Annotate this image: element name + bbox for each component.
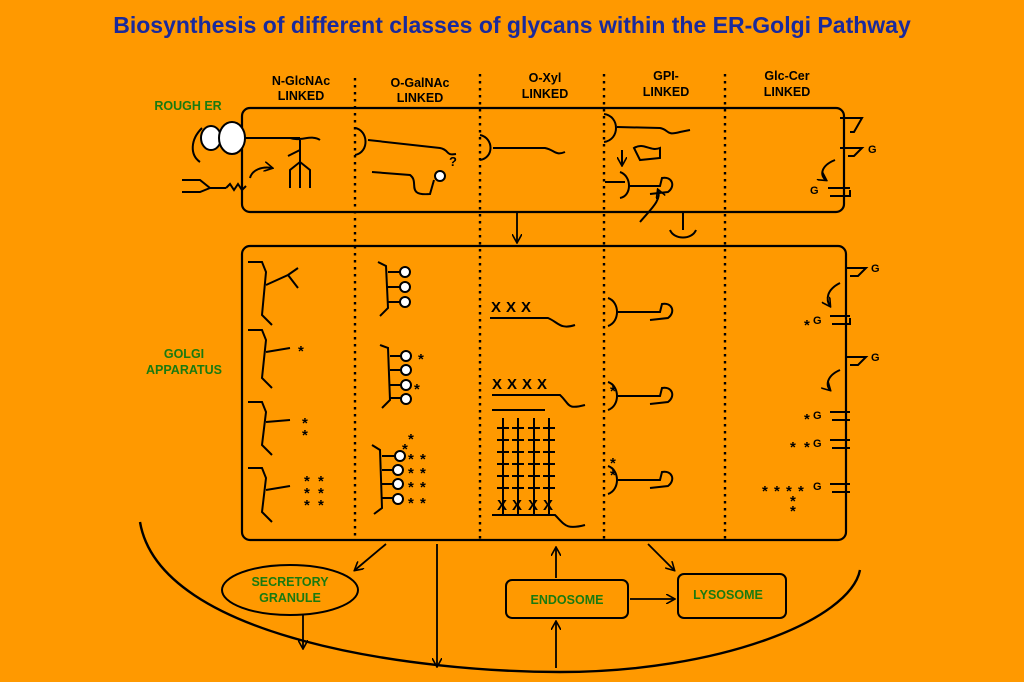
col-header-glc-cer-2: LINKED: [764, 85, 811, 99]
xylose-mark: X: [497, 497, 507, 514]
sulfate-mark: *: [304, 473, 310, 490]
sulfate-mark: *: [786, 483, 792, 500]
sulfate-mark: *: [790, 439, 796, 456]
golgi-label-2: APPARATUS: [146, 363, 222, 377]
dolichol-precursor-icon: [182, 167, 272, 193]
sulfate-mark: *: [420, 495, 426, 512]
er-glc-cer-icon: [822, 117, 865, 197]
xylose-mark: X: [512, 497, 522, 514]
sulfate-mark: *: [304, 497, 310, 514]
xylose-mark: X: [543, 497, 553, 514]
xylose-mark: X: [522, 376, 532, 393]
xylose-mark: X: [537, 376, 547, 393]
sulfate-mark: *: [790, 493, 796, 510]
rough-er-box: [240, 106, 846, 214]
golgi-o-xyl-icon: [490, 317, 586, 528]
sulfate-mark: *: [610, 455, 616, 472]
sulfate-mark: *: [418, 351, 424, 368]
sulfate-mark: *: [302, 415, 308, 432]
golgi-label-1: GOLGI: [164, 347, 204, 361]
glucose-mark-er-2: G: [810, 185, 819, 197]
sulfate-mark: *: [318, 485, 324, 502]
er-n-glycan-icon: [287, 136, 321, 188]
secretory-label-2: GRANULE: [259, 591, 321, 605]
sulfate-mark: *: [318, 473, 324, 490]
sulfate-mark: *: [790, 503, 796, 520]
glucose-mark-golgi-5: G: [813, 438, 822, 450]
col-header-o-xyl-1: O-Xyl: [529, 71, 562, 85]
glucose-mark-golgi-1: G: [871, 263, 880, 275]
sulfate-mark: *: [798, 483, 804, 500]
sulfate-mark: *: [408, 465, 414, 482]
sulfate-mark: *: [610, 383, 616, 400]
secretory-label-1: SECRETORY: [251, 575, 329, 589]
col-header-n-glcnac-2: LINKED: [278, 89, 325, 103]
lysosome: LYSOSOME: [677, 573, 787, 619]
sulfate-mark: *: [774, 483, 780, 500]
glucose-mark-golgi-4: G: [813, 410, 822, 422]
xylose-mark: X: [507, 376, 517, 393]
page-title: Biosynthesis of different classes of gly…: [113, 12, 911, 38]
glucose-mark-golgi-3: G: [871, 352, 880, 364]
col-header-gpi-2: LINKED: [643, 85, 690, 99]
er-o-xyl-icon: [479, 134, 566, 161]
sulfate-mark: *: [402, 441, 408, 458]
sulfate-mark: *: [420, 451, 426, 468]
sulfate-mark: *: [804, 411, 810, 428]
endosome: ENDOSOME: [505, 579, 629, 619]
sulfate-mark: *: [804, 439, 810, 456]
sulfate-mark: *: [610, 467, 616, 484]
endosome-label: ENDOSOME: [531, 593, 604, 607]
secretory-granule: SECRETORY GRANULE: [221, 564, 359, 616]
sulfate-mark: *: [420, 465, 426, 482]
sulfate-mark: *: [302, 427, 308, 444]
golgi-o-galnac-icon: [371, 261, 412, 515]
plasma-membrane: [138, 521, 862, 674]
sulfate-mark: *: [408, 431, 414, 448]
lysosome-label: LYSOSOME: [693, 588, 763, 602]
xylose-mark: X: [491, 299, 501, 316]
sulfate-mark: *: [408, 451, 414, 468]
col-header-gpi-1: GPI-: [653, 69, 679, 83]
unknown-mark: ?: [449, 154, 457, 169]
golgi-glc-cer-icon: [828, 267, 869, 493]
sulfate-mark: *: [804, 317, 810, 334]
sulfate-mark: *: [762, 483, 768, 500]
col-header-glc-cer-1: Glc-Cer: [764, 69, 809, 83]
sulfate-mark: *: [298, 343, 304, 360]
ribosome-icon: [191, 121, 300, 163]
sulfate-mark: *: [318, 497, 324, 514]
xylose-mark: X: [492, 376, 502, 393]
xylose-mark: X: [528, 497, 538, 514]
col-header-o-xyl-2: LINKED: [522, 87, 569, 101]
xylose-mark: X: [521, 299, 531, 316]
sulfate-mark: *: [304, 485, 310, 502]
col-header-o-galnac-2: LINKED: [397, 91, 444, 105]
sulfate-mark: *: [414, 381, 420, 398]
rough-er-label: ROUGH ER: [154, 99, 221, 113]
col-header-o-galnac-1: O-GalNAc: [390, 76, 449, 90]
glucose-mark-golgi-2: G: [813, 315, 822, 327]
col-header-n-glcnac-1: N-GlcNAc: [272, 74, 330, 88]
glucose-mark-golgi-6: G: [813, 481, 822, 493]
sulfate-mark: *: [408, 479, 414, 496]
golgi-box: [240, 244, 848, 542]
er-gpi-icon: [603, 113, 697, 239]
xylose-mark: X: [506, 299, 516, 316]
sulfate-mark: *: [408, 495, 414, 512]
glucose-mark-er-1: G: [868, 144, 877, 156]
er-o-galnac-icon: [354, 127, 457, 196]
golgi-n-glycans-icon: [248, 261, 299, 523]
trafficking-arrows: [303, 543, 674, 668]
sulfate-mark: *: [420, 479, 426, 496]
golgi-gpi-icon: [607, 297, 674, 495]
